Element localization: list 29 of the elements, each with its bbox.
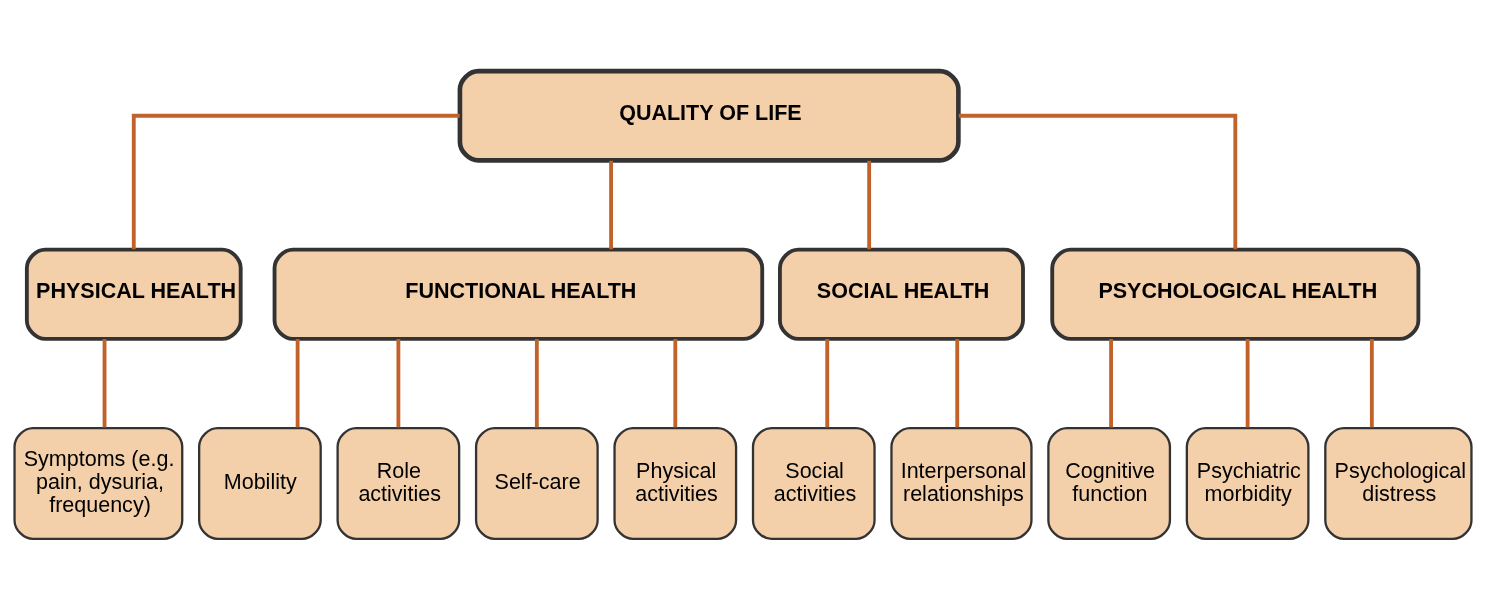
node-box: Social activities	[751, 426, 876, 540]
node-box: Symptoms (e.g. pain, dysuria, frequency)	[13, 426, 184, 540]
node-box: Physical activities	[613, 426, 738, 540]
connector	[673, 338, 678, 427]
node-box: PSYCHOLOGICAL HEALTH	[1050, 247, 1421, 341]
node-box: Mobility	[198, 426, 322, 540]
node-box: Cognitive function	[1047, 426, 1172, 540]
connector	[295, 338, 300, 427]
connector	[131, 113, 460, 249]
connector	[1245, 338, 1250, 427]
connector	[102, 338, 107, 427]
connector	[958, 113, 1238, 249]
node-box: Psychiatric morbidity	[1185, 426, 1310, 540]
node-box: Interpersonal relationships	[890, 426, 1033, 540]
node-box: QUALITY OF LIFE	[457, 68, 961, 163]
node-box: Self-care	[474, 426, 599, 540]
connector	[955, 338, 960, 427]
node-box: Psychological distress	[1324, 426, 1473, 540]
connector	[1109, 338, 1113, 427]
node-box: Role activities	[336, 426, 461, 540]
node-box: FUNCTIONAL HEALTH	[272, 247, 765, 341]
connector	[825, 338, 830, 427]
connector	[609, 160, 613, 249]
connector	[534, 338, 539, 427]
node-box: SOCIAL HEALTH	[778, 247, 1025, 341]
connector	[1369, 338, 1374, 427]
connector	[867, 160, 872, 249]
node-box: PHYSICAL HEALTH	[24, 247, 243, 341]
connector	[396, 338, 401, 427]
